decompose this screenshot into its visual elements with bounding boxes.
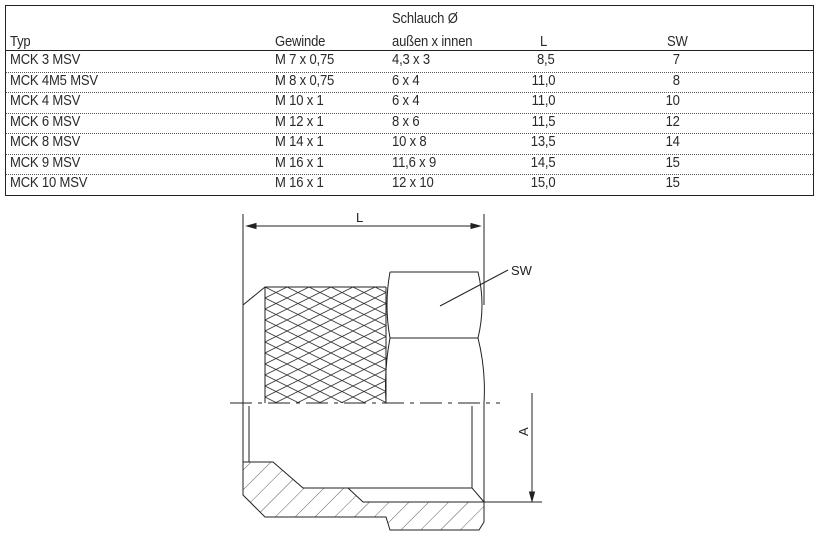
cell-l: 13,5: [530, 134, 555, 150]
a-arrow: [528, 491, 536, 503]
cell-schlauch: 12 x 10: [392, 175, 434, 191]
row-divider: [6, 133, 813, 134]
cell-schlauch: 11,6 x 9: [392, 154, 437, 171]
cell-schlauch: 4,3 x 3: [392, 52, 430, 68]
row-divider: [6, 174, 813, 175]
label-sw: SW: [511, 263, 533, 278]
header-schlauch-1: Schlauch Ø: [392, 11, 458, 27]
hex-outline: [385, 271, 485, 404]
l-arrows: [245, 222, 482, 230]
knurl-pattern: [265, 287, 386, 403]
cell-gewinde: M 7 x 0,75: [275, 52, 335, 68]
cell-typ: MCK 3 MSV: [10, 52, 81, 68]
cell-schlauch: 10 x 8: [392, 134, 427, 150]
header-sw: SW: [667, 34, 688, 50]
cell-gewinde: M 8 x 0,75: [275, 72, 335, 89]
cell-sw: 15: [665, 154, 680, 171]
cell-gewinde: M 16 x 1: [275, 175, 324, 191]
cell-schlauch: 6 x 4: [392, 72, 420, 89]
row-divider: [6, 153, 813, 155]
header-typ: Typ: [10, 34, 31, 50]
cell-l: 14,5: [530, 154, 555, 171]
cell-sw: 15: [665, 175, 680, 191]
cell-typ: MCK 4 MSV: [10, 93, 81, 109]
cell-gewinde: M 12 x 1: [275, 113, 324, 130]
cell-gewinde: M 10 x 1: [275, 93, 324, 109]
cell-l: 11,0: [531, 72, 555, 89]
row-divider: [6, 71, 813, 73]
cell-l: 11,0: [531, 93, 555, 109]
cell-typ: MCK 6 MSV: [10, 113, 81, 130]
sw-leader: [439, 269, 509, 307]
cell-typ: MCK 10 MSV: [10, 175, 88, 191]
section-hatch: [242, 461, 485, 531]
header-rule: [6, 50, 813, 51]
label-a: A: [516, 427, 531, 436]
cell-sw: 7: [672, 52, 680, 68]
row-divider: [6, 112, 813, 114]
cell-l: 15,0: [530, 175, 555, 191]
cell-typ: MCK 9 MSV: [10, 154, 81, 171]
cell-sw: 14: [665, 134, 680, 150]
cell-gewinde: M 14 x 1: [275, 134, 324, 150]
row-divider: [6, 92, 813, 93]
cell-sw: 10: [665, 93, 680, 109]
cell-l: 11,5: [531, 113, 555, 130]
cell-l: 8,5: [537, 52, 555, 68]
header-l: L: [540, 34, 548, 50]
header-schlauch-2: außen x innen: [392, 34, 473, 50]
cell-schlauch: 6 x 4: [392, 93, 420, 109]
cell-typ: MCK 4M5 MSV: [10, 72, 98, 89]
cell-typ: MCK 8 MSV: [10, 134, 81, 150]
dimension-table: Typ Gewinde Schlauch Ø außen x innen L S…: [5, 5, 814, 196]
header-gewinde: Gewinde: [275, 34, 326, 50]
label-l: L: [356, 210, 363, 225]
cell-sw: 8: [672, 72, 680, 89]
bore-outline: [248, 403, 485, 522]
cell-schlauch: 8 x 6: [392, 113, 420, 130]
cell-gewinde: M 16 x 1: [275, 154, 324, 171]
cell-sw: 12: [665, 113, 680, 130]
